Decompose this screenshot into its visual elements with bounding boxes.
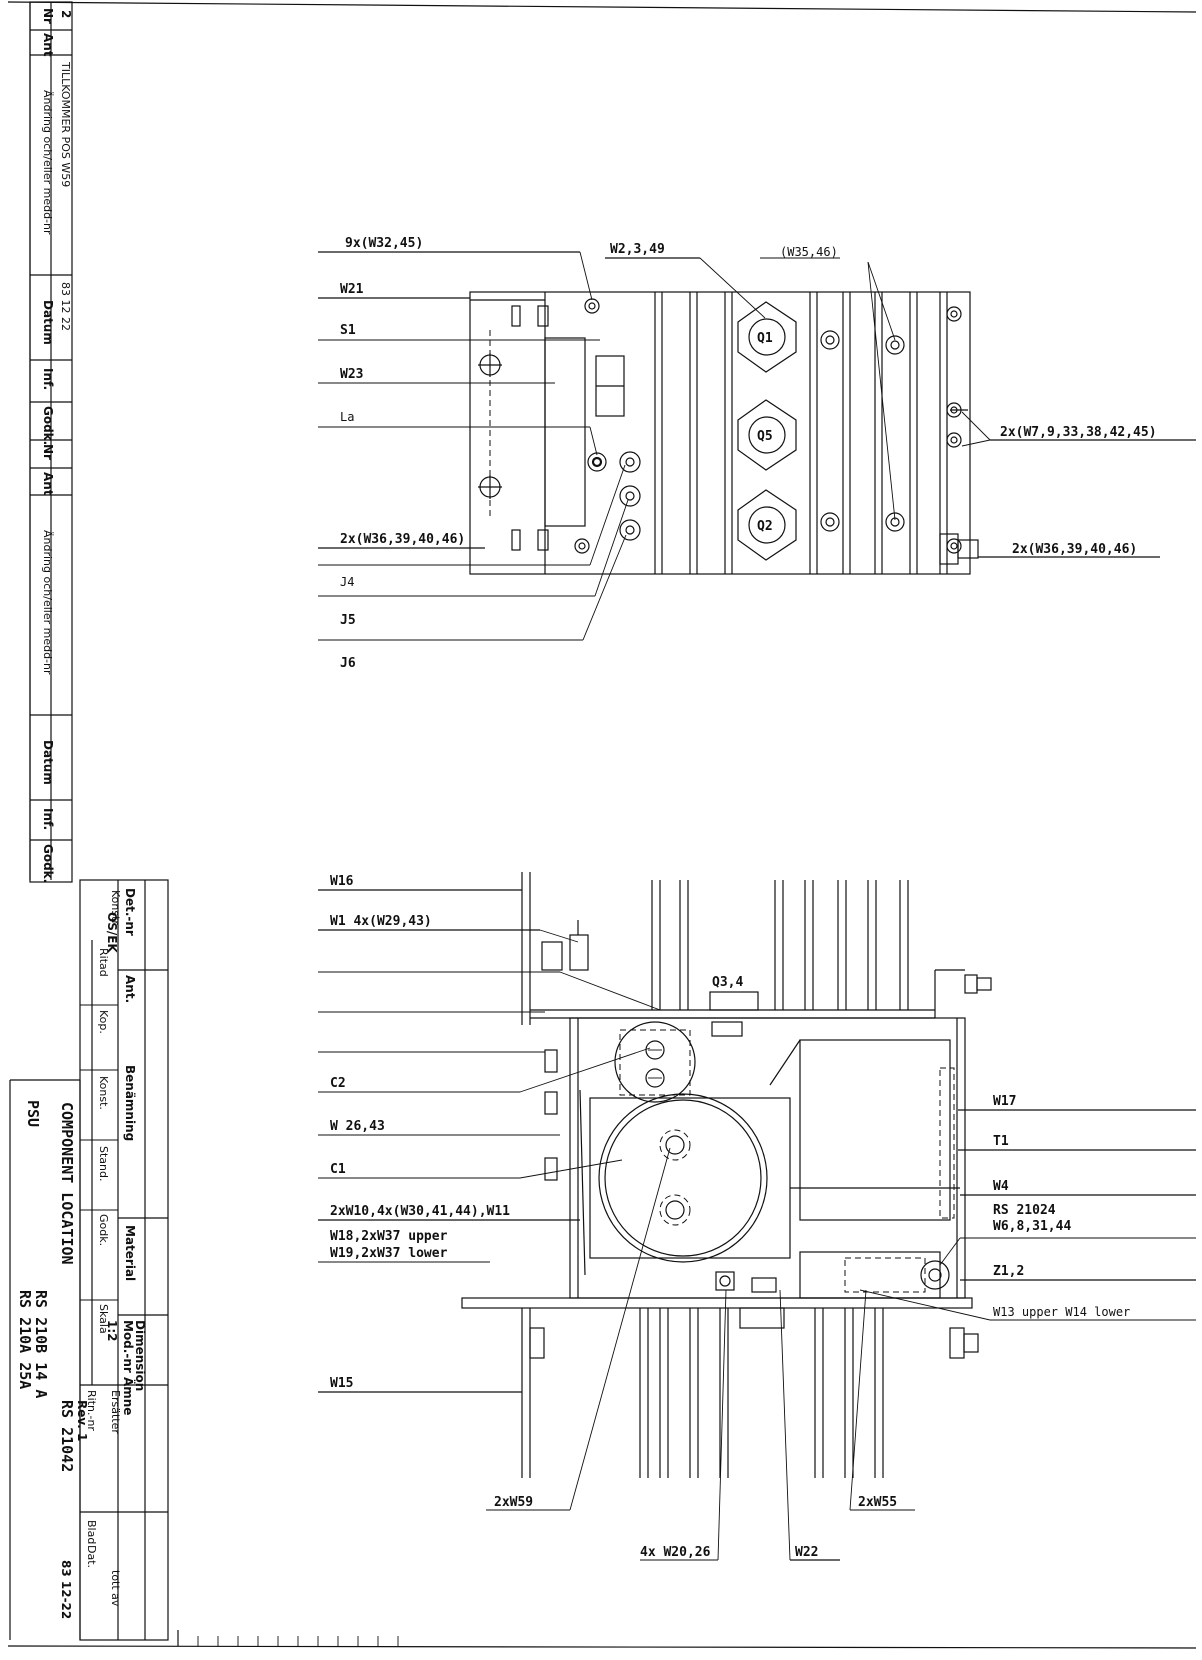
tb-header-blad: Blad <box>85 1520 98 1544</box>
rev-entry-text: TILLKOMMER POS W59 <box>59 61 72 187</box>
label-w2: W2,3,49 <box>610 242 665 257</box>
label-w35: (W35,46) <box>780 245 838 259</box>
tb-header-ritad: Ritad <box>97 948 110 977</box>
rev-header-datum: Datum <box>41 300 55 345</box>
label-w26: W 26,43 <box>330 1119 385 1134</box>
tb-header-dimension: Dimension <box>133 1320 147 1391</box>
label-rs: RS 21024 <box>993 1203 1056 1218</box>
tb-header-konstr: Konstr. <box>109 890 122 927</box>
tb-header-ersatter: Ersätter <box>109 1390 122 1434</box>
label-s1: S1 <box>340 323 356 338</box>
label-la: La <box>340 410 354 424</box>
rev-entry-nr: 2 <box>59 10 73 18</box>
label-w15: W15 <box>330 1376 353 1391</box>
tb-header-stand: Stand. <box>97 1146 110 1182</box>
label-j5: J5 <box>340 613 356 628</box>
tb-header-totalt: tott av <box>109 1570 122 1607</box>
label-w13: W13 upper W14 lower <box>993 1305 1130 1319</box>
label-w22: W22 <box>795 1545 818 1560</box>
rev-header-ant: Ant <box>41 33 55 57</box>
label-w6: W6,8,31,44 <box>993 1219 1071 1234</box>
label-c1: C1 <box>330 1162 346 1177</box>
label-w36-right: 2x(W36,39,40,46) <box>1012 542 1137 557</box>
label-q34: Q3,4 <box>712 975 743 990</box>
label-q5: Q5 <box>757 429 773 444</box>
label-w1: W1 4x(W29,43) <box>330 914 432 929</box>
label-w23: W23 <box>340 367 363 382</box>
label-j4: J4 <box>340 575 354 589</box>
rev-header-nr: Nr <box>41 8 55 24</box>
tb-header-godk: Godk. <box>97 1214 110 1246</box>
label-w17: W17 <box>993 1094 1016 1109</box>
rev-header-inf: Inf. <box>41 368 55 390</box>
tb-header-konst: Konst. <box>97 1076 110 1110</box>
tb-header-kop: Kop. <box>97 1010 110 1034</box>
tb-header-ant: Ant. <box>123 975 137 1003</box>
tb-revision: Rev. 1 <box>75 1400 89 1441</box>
title-block: Det.-nr Ant. Benämning Material Mod.-nr … <box>9 879 169 1641</box>
tb-header-skala: Skala <box>97 1304 110 1334</box>
label-q1: Q1 <box>757 331 773 346</box>
rev-header-godk: Godk. <box>41 406 55 445</box>
rev-header-nr-2: Nr <box>41 444 55 460</box>
rev-header-ant-2: Ant <box>41 472 55 496</box>
rev-entry-date: 83 12 22 <box>59 282 72 331</box>
label-w36-left: 2x(W36,39,40,46) <box>340 532 465 547</box>
label-screws-top: 9x(W32,45) <box>345 236 423 251</box>
tb-header-material: Material <box>123 1225 137 1281</box>
label-w16: W16 <box>330 874 354 889</box>
tb-drawing-number: RS 21042 <box>58 1400 76 1472</box>
tb-date: 83 12-22 <box>59 1560 73 1619</box>
tb-header-datum: Dat. <box>85 1545 98 1568</box>
label-c2: C2 <box>330 1076 346 1091</box>
top-view: Q1 Q5 Q2 <box>318 236 1196 671</box>
tb-title: COMPONENT LOCATION <box>58 1102 76 1265</box>
label-w21: W21 <box>340 282 364 297</box>
rev-header-change: Ändring och/eller medd-nr <box>41 90 54 235</box>
label-w55: 2xW55 <box>858 1495 897 1510</box>
label-w59: 2xW59 <box>494 1495 533 1510</box>
rev-header-datum-2: Datum <box>41 740 55 785</box>
rev-header-inf-2: Inf. <box>41 808 55 830</box>
label-j6: J6 <box>340 656 356 671</box>
label-w10: 2xW10,4x(W30,41,44),W11 <box>330 1204 510 1219</box>
label-z1: Z1,2 <box>993 1264 1024 1279</box>
tb-drawn-by: OS/EK <box>105 912 119 953</box>
tb-header-mod-nr: Mod.-nr Ämne <box>121 1320 136 1415</box>
revision-block: Nr Ant Ändring och/eller medd-nr Datum I… <box>29 1 73 883</box>
tb-model-b: RS 210B 14 A <box>32 1290 50 1398</box>
rev-header-change-2: Ändring och/eller medd-nr <box>41 530 54 675</box>
label-w18: W18,2xW37 upper <box>330 1229 448 1244</box>
bottom-view: W16 W1 4x(W29,43) Q3,4 C2 W 26,43 C1 2xW… <box>318 872 1196 1561</box>
tb-model-a: RS 210A 25A <box>16 1290 34 1389</box>
label-w20: 4x W20,26 <box>640 1545 711 1560</box>
tb-header-benamning: Benämning <box>123 1065 137 1141</box>
label-q2: Q2 <box>757 519 773 534</box>
label-w4: W4 <box>993 1179 1009 1194</box>
tb-product: PSU <box>24 1100 42 1127</box>
sheet-border <box>7 1 1197 1649</box>
label-w19: W19,2xW37 lower <box>330 1246 448 1261</box>
label-w7: 2x(W7,9,33,38,42,45) <box>1000 425 1157 440</box>
label-t1: T1 <box>993 1134 1009 1149</box>
tb-scale: 1:2 <box>105 1320 119 1342</box>
tb-header-ritn-nr: Ritn.-nr <box>85 1390 98 1431</box>
rev-header-godk-2: Godk. <box>41 844 55 883</box>
tb-header-det-nr: Det.-nr <box>123 888 137 936</box>
